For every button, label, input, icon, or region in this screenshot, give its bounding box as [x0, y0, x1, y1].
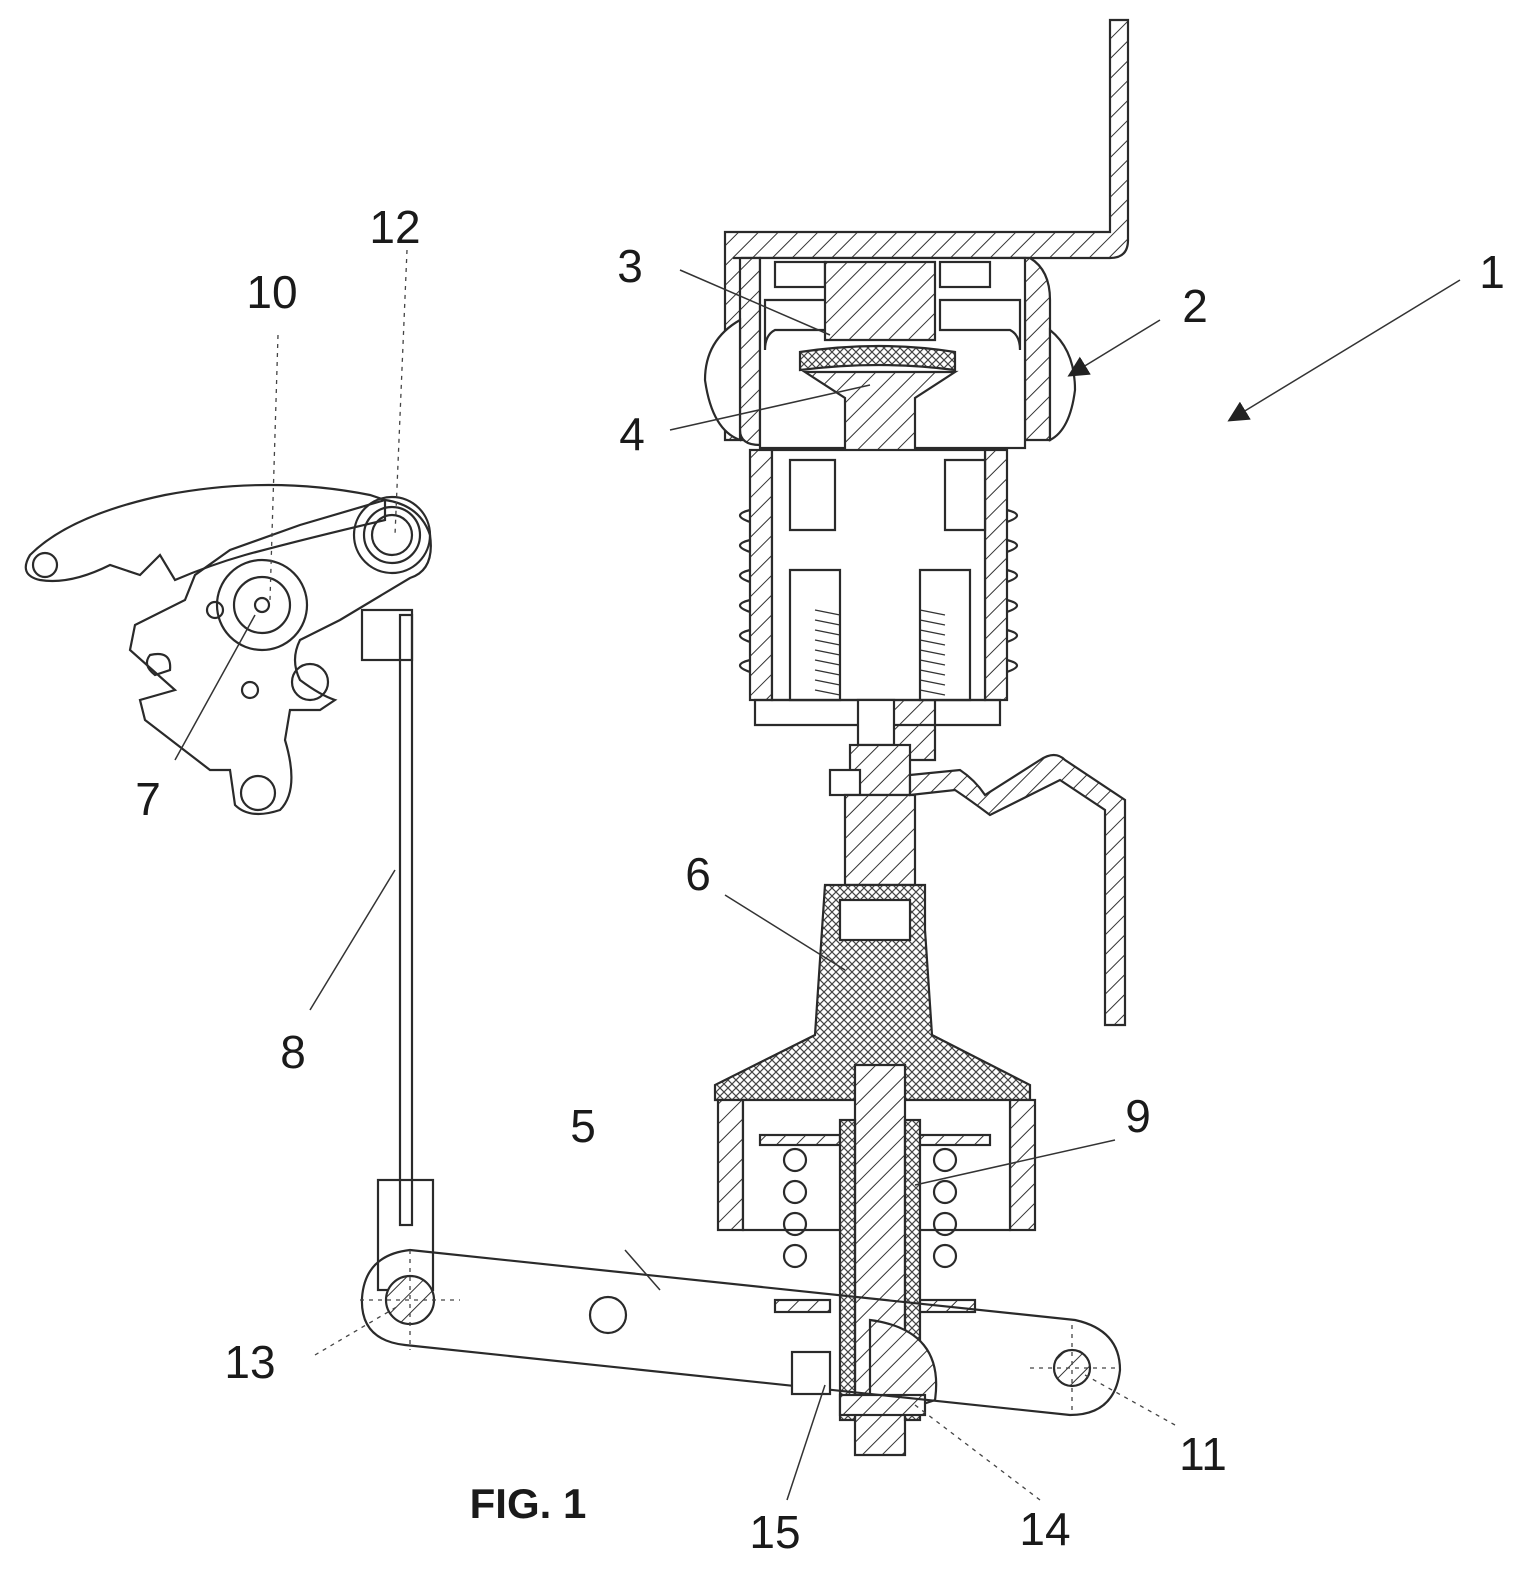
finned-body	[740, 450, 1017, 725]
ref-label-8: 8	[280, 1026, 306, 1078]
lower-bracket	[910, 755, 1125, 1025]
ref-label-2: 2	[1182, 280, 1208, 332]
ref-label-3: 3	[617, 240, 643, 292]
ref-label-9: 9	[1125, 1090, 1151, 1142]
ref-label-11: 11	[1179, 1428, 1227, 1480]
latch-mechanism	[26, 485, 431, 814]
ref-label-7: 7	[135, 773, 161, 825]
ref-label-13: 13	[224, 1336, 275, 1388]
rod	[360, 610, 460, 1350]
ref-label-14: 14	[1019, 1503, 1070, 1555]
spring-housing	[718, 1065, 1035, 1455]
ref-label-5: 5	[570, 1100, 596, 1152]
lever	[362, 1250, 1120, 1415]
ref-label-12: 12	[369, 201, 420, 253]
ref-label-1: 1	[1479, 246, 1505, 298]
ref-label-10: 10	[246, 266, 297, 318]
ref-label-4: 4	[619, 408, 645, 460]
ref-label-6: 6	[685, 848, 711, 900]
figure-caption: FIG. 1	[470, 1480, 587, 1527]
ref-label-15: 15	[749, 1506, 800, 1558]
